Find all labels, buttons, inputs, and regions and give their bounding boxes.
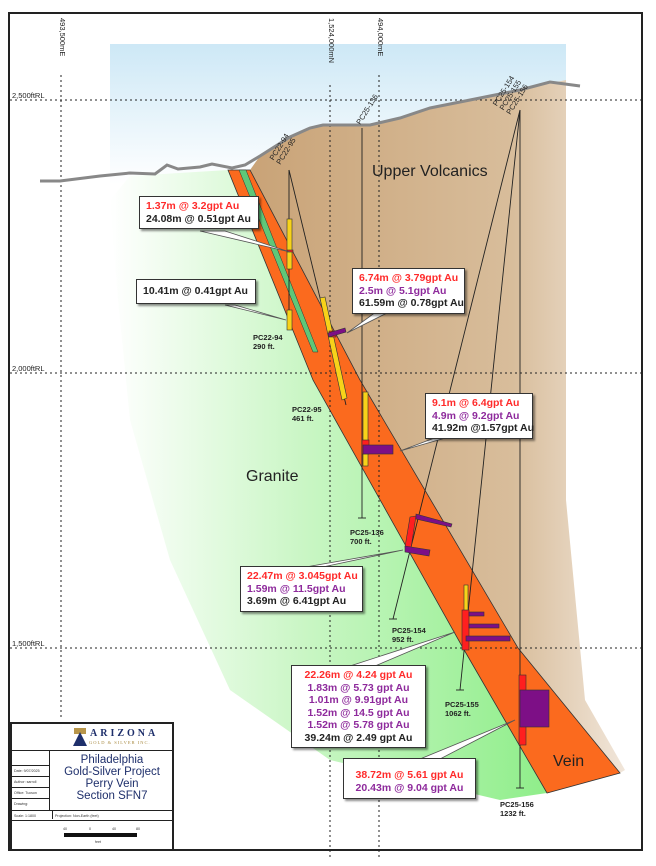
scale-tick: 0 xyxy=(89,827,91,831)
label-vein: Vein xyxy=(553,753,585,770)
scale-tick: 40 xyxy=(63,827,67,831)
grid-label-rl-2000: 2,000ftRL xyxy=(12,364,45,373)
grid-label-rl-1500: 1,500ftRL xyxy=(12,639,45,648)
label-granite: Granite xyxy=(246,468,299,485)
title-block: ARIZONA GOLD & SILVER INC. Date: 9/07/20… xyxy=(10,722,174,851)
tb-drawing: Drawing: xyxy=(12,799,50,810)
scale-unit: feet xyxy=(95,840,101,844)
label-upper-volcanics: Upper Volcanics xyxy=(372,163,488,180)
logo-mark-icon xyxy=(73,728,87,746)
grid-label-northing: 1,524,000mN xyxy=(327,18,336,64)
scale-bar xyxy=(64,833,137,837)
tb-date: Date: 9/07/2025 xyxy=(12,766,50,777)
grid-label-easting-1: 493,500mE xyxy=(58,18,67,57)
topography-line xyxy=(40,80,581,183)
scale-tick: 80 xyxy=(136,827,140,831)
intercepts xyxy=(286,218,550,746)
tb-blank-cell xyxy=(12,750,50,766)
tb-office: Office: Tucson xyxy=(12,788,50,799)
intercept-callout-pc22-94-lower: 10.41m @ 0.41gpt Au xyxy=(136,279,256,304)
grid-label-rl-2500: 2,500ftRL xyxy=(12,91,45,100)
tb-scale-projection-row: Scale: 1:1800 Projection: Non-Earth (fee… xyxy=(12,810,172,821)
trace-pc25-154 xyxy=(392,109,521,620)
grid-label-easting-2: 494,000mE xyxy=(376,18,385,57)
tb-author: Author: sarroll xyxy=(12,777,50,788)
company-logo: ARIZONA GOLD & SILVER INC. xyxy=(12,724,172,751)
map-frame xyxy=(8,12,643,851)
scale-tick: 40 xyxy=(112,827,116,831)
granite-unit xyxy=(110,170,547,800)
